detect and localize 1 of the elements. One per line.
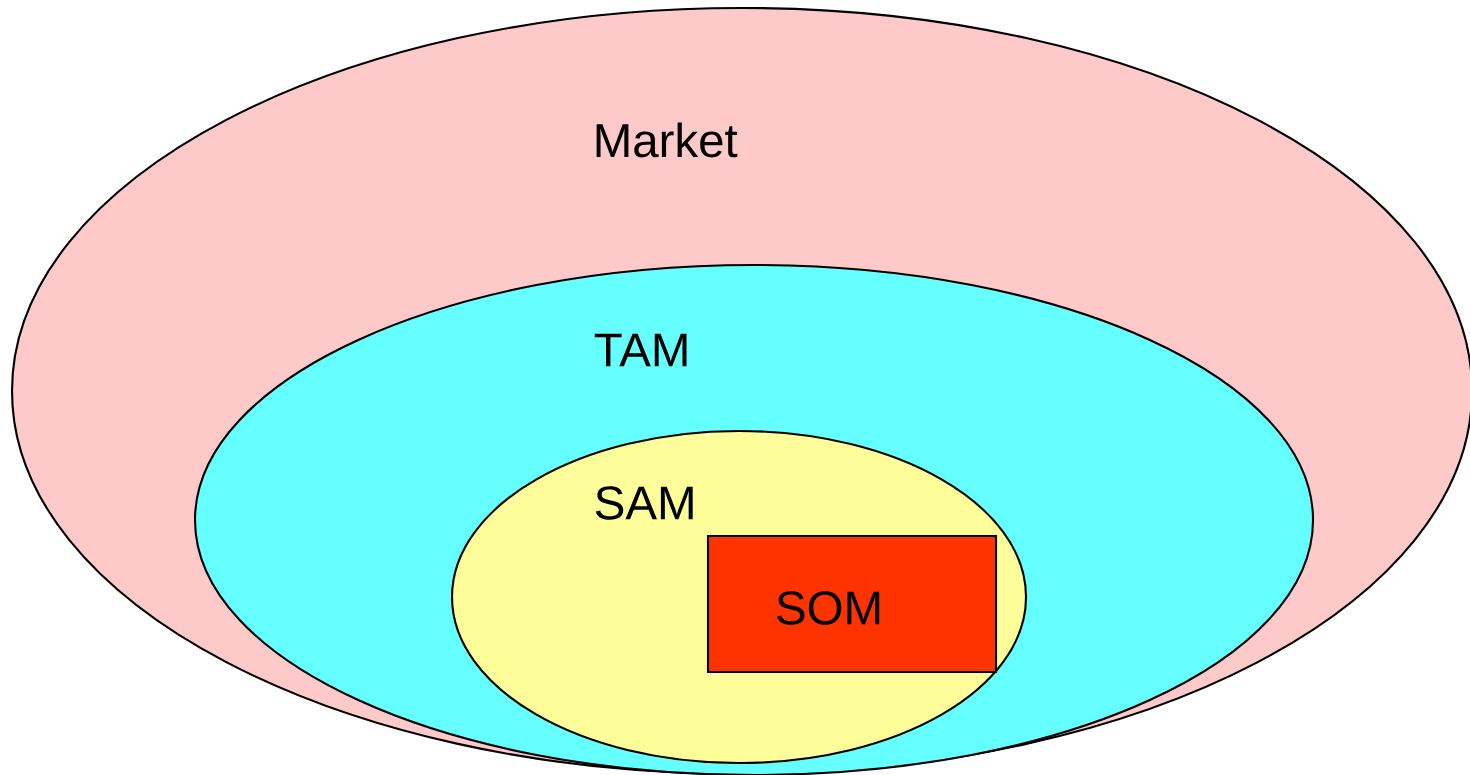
rectangle: SOM — [706, 534, 998, 674]
